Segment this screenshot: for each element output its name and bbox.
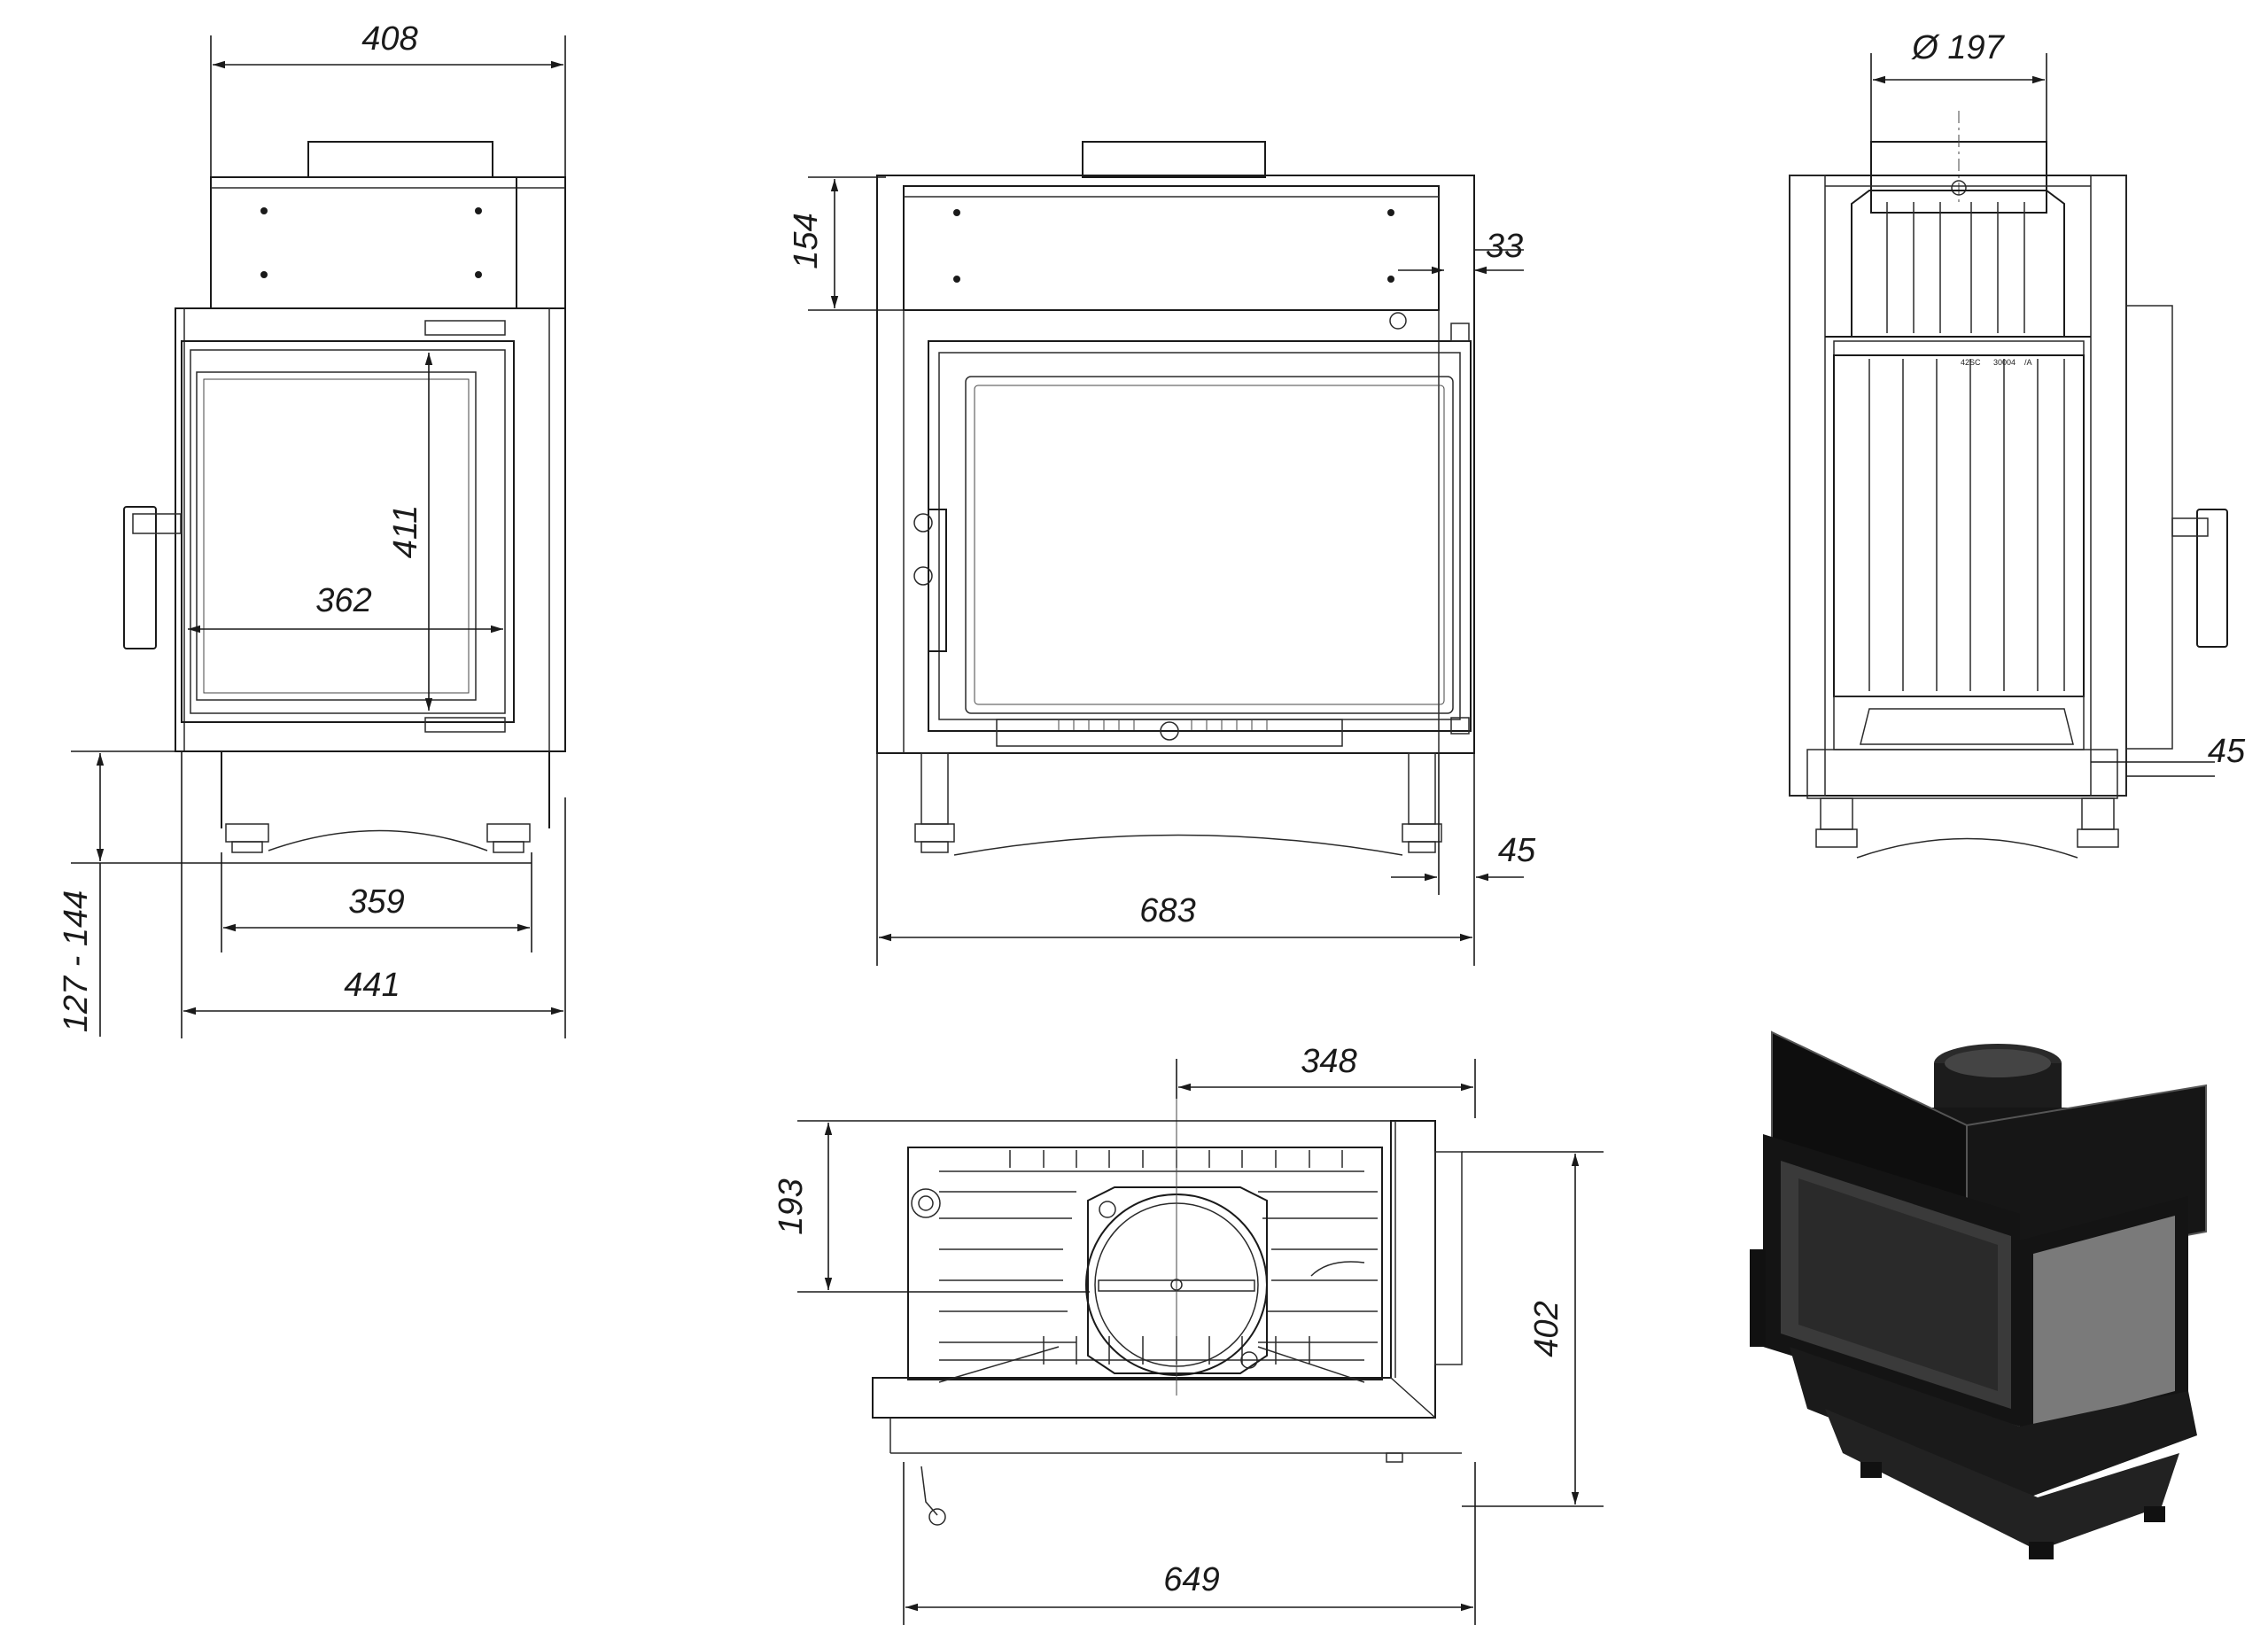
top-view-dimensions: 348 193 402 649 [773,1043,1604,1625]
dim-flue-diameter: Ø 197 [1910,29,2005,66]
air-slots [1058,719,1268,730]
dim-front-side-offset: 45 [1498,832,1536,869]
dim-flue-depth: 193 [773,1178,810,1234]
dim-top-width: 408 [361,20,417,58]
dim-flue-offset: 348 [1301,1043,1356,1080]
plate-text-3: /A [2024,358,2032,367]
lower-fins [1868,359,2065,691]
upper-fins [1886,202,2025,333]
dim-glass-width: 362 [315,582,371,619]
dim-glass-height: 411 [387,505,424,559]
right-view: 42SC 30004 /A [1789,111,2228,859]
dim-base-width: 441 [344,967,400,1004]
dim-leg-height: 127 - 144 [58,890,95,1033]
dim-top-offset: 33 [1486,228,1523,265]
dim-depth: 402 [1528,1301,1565,1357]
right-view-dimensions: Ø 197 45 [1870,29,2246,777]
fireplace-3d-render [1750,1030,2207,1559]
front-view-dimensions: 154 33 45 683 [788,176,1536,966]
dim-legs-span: 359 [348,883,404,921]
dim-width: 649 [1163,1561,1219,1598]
front-view [876,141,1475,856]
horizontal-fins [939,1191,1378,1343]
left-view [123,141,566,853]
dim-front-base-width: 683 [1139,892,1195,929]
plate-text-2: 30004 [1993,358,2016,367]
dim-top-height: 154 [788,213,825,268]
left-view-dimensions: 408 411 362 127 - 144 359 441 [58,20,566,1038]
dim-right-side-offset: 45 [2208,733,2246,770]
plate-text-1: 42SC [1961,358,1981,367]
